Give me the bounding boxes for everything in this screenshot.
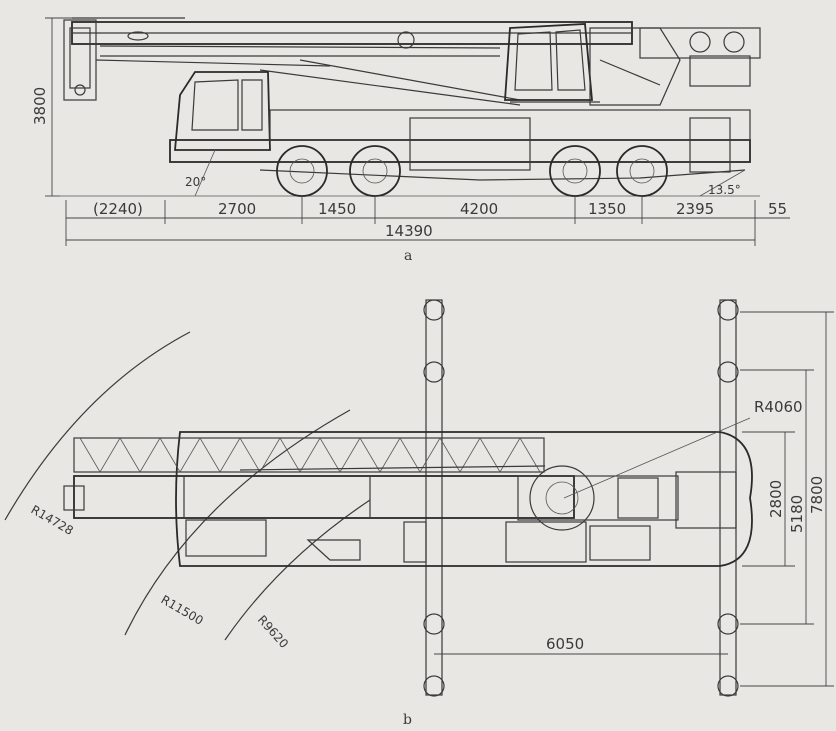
caption-a: a xyxy=(404,248,412,264)
top-view: R14728 R11500 R9620 xyxy=(4,299,834,728)
segment-label-2: 1450 xyxy=(318,200,356,218)
turntable xyxy=(517,465,737,531)
radius-label-2: R11500 xyxy=(159,592,206,627)
length-dimensions xyxy=(65,196,790,246)
outrigger-span-label: 6050 xyxy=(546,635,584,653)
width-label-1: 2800 xyxy=(767,480,785,518)
segment-label-3: 4200 xyxy=(460,200,498,218)
departure-angle-line xyxy=(699,169,746,197)
angle-front-label: 20° xyxy=(185,175,206,189)
caption-b: b xyxy=(403,712,412,728)
superstructure xyxy=(504,23,761,106)
carrier xyxy=(169,71,751,181)
wheels xyxy=(276,145,668,197)
radius-label-4: R4060 xyxy=(754,398,803,416)
lower-deck xyxy=(185,519,651,563)
height-dimension: 3800 xyxy=(31,17,72,197)
segment-label-5: 2395 xyxy=(676,200,714,218)
radius-leader xyxy=(563,417,751,499)
segment-label-overhang: (2240) xyxy=(93,200,143,218)
width-label-3: 7800 xyxy=(808,476,826,514)
chassis-outline xyxy=(175,431,753,567)
overall-length-label: 14390 xyxy=(385,222,433,240)
side-view: 20° 13.5° 3800 (2240) 2700 1450 4200 135… xyxy=(31,17,790,264)
turning-arc-inner xyxy=(224,499,371,641)
approach-angle-line xyxy=(194,149,216,197)
segment-label-1: 2700 xyxy=(218,200,256,218)
width-label-2: 5180 xyxy=(788,495,806,533)
width-dimensions xyxy=(740,311,834,687)
boom xyxy=(63,17,633,106)
segment-label-6: 55 xyxy=(768,200,787,218)
turning-arc-middle xyxy=(124,409,351,636)
angle-rear-label: 13.5° xyxy=(708,183,741,197)
radius-label-3: R9620 xyxy=(255,613,291,651)
height-label: 3800 xyxy=(31,87,49,125)
boom-lattice xyxy=(73,437,546,473)
radius-label-1: R14728 xyxy=(29,502,76,537)
telescopic-boom xyxy=(63,475,575,519)
turning-arc-outer xyxy=(4,331,191,521)
segment-label-4: 1350 xyxy=(588,200,626,218)
